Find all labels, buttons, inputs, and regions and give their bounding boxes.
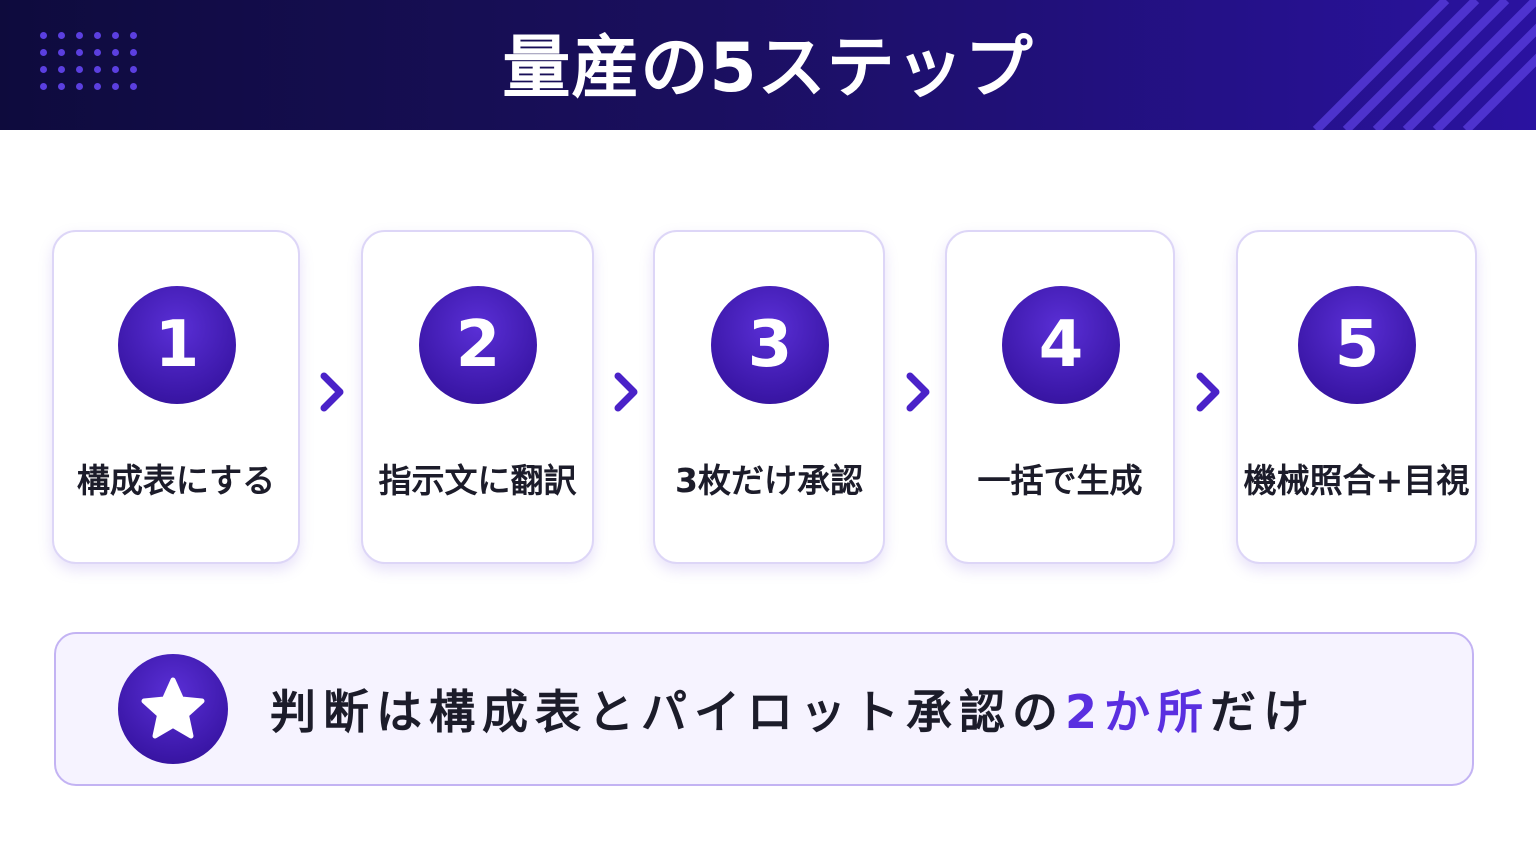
summary-text-tail: だけ — [1210, 685, 1317, 739]
step-number-badge: 2 — [419, 286, 537, 404]
decorative-stripes — [1312, 0, 1536, 130]
page-title: 量産の5ステップ — [502, 28, 1034, 108]
summary-highlight: 2か所 — [1065, 685, 1211, 739]
star-icon — [141, 677, 205, 739]
header-banner: 量産の5ステップ — [0, 0, 1536, 130]
step-card-2: 2 指示文に翻訳 — [361, 230, 594, 564]
step-label: 構成表にする — [76, 461, 276, 500]
step-card-4: 4 一括で生成 — [945, 230, 1175, 564]
step-number-badge: 5 — [1298, 286, 1416, 404]
summary-text-main: 判断は構成表とパイロット承認の — [270, 685, 1065, 739]
step-card-3: 3 3枚だけ承認 — [653, 230, 885, 564]
decorative-dot-grid — [40, 32, 138, 90]
chevron-right-icon — [1196, 372, 1220, 412]
chevron-right-icon — [320, 372, 344, 412]
step-number-badge: 4 — [1002, 286, 1120, 404]
step-label: 指示文に翻訳 — [378, 461, 577, 500]
step-card-5: 5 機械照合+目視 — [1236, 230, 1477, 564]
chevron-right-icon — [614, 372, 638, 412]
step-label: 3枚だけ承認 — [675, 461, 863, 500]
star-badge — [118, 654, 228, 764]
step-number-badge: 1 — [118, 286, 236, 404]
step-label: 機械照合+目視 — [1243, 461, 1470, 500]
step-label: 一括で生成 — [977, 461, 1143, 500]
steps-row: 1 構成表にする 2 指示文に翻訳 3 3枚だけ承認 4 一括で生成 5 機械照… — [0, 230, 1536, 568]
chevron-right-icon — [906, 372, 930, 412]
step-number-badge: 3 — [711, 286, 829, 404]
step-card-1: 1 構成表にする — [52, 230, 300, 564]
